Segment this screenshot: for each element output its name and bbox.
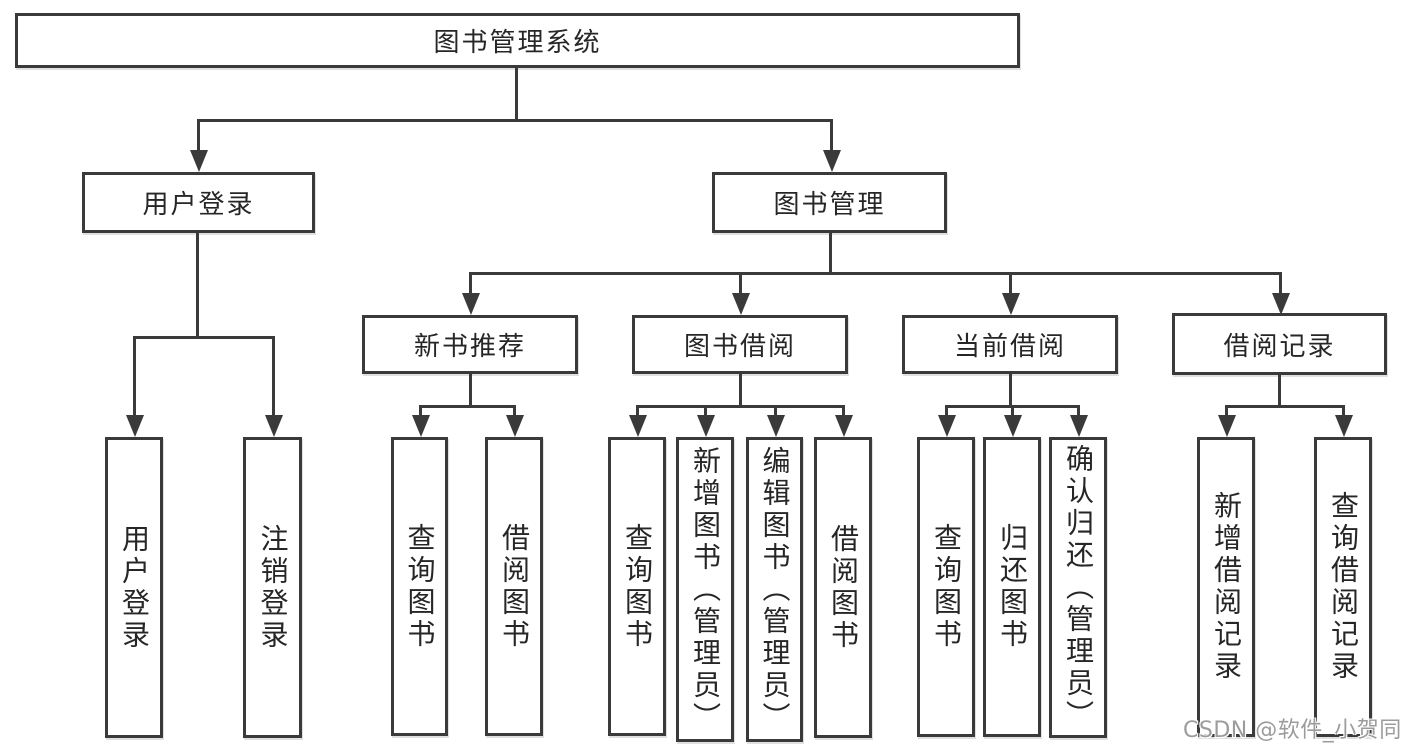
arrow-to-new-book-rec xyxy=(469,272,472,293)
node-borrow-records: 借阅记录 xyxy=(1172,313,1387,375)
node-user-login: 用户登录 xyxy=(82,172,315,233)
connector-root-bar xyxy=(197,119,833,122)
connector-borrow-records-stem xyxy=(1278,375,1281,408)
node-bb-query-books: 查询图书 xyxy=(608,437,666,736)
arrow-to-book-mgmt xyxy=(830,119,833,150)
node-book-borrow: 图书借阅 xyxy=(632,315,848,374)
arrow-to-borrow-records xyxy=(1279,272,1282,293)
node-br-query-record: 查询借阅记录 xyxy=(1314,437,1372,737)
node-cb-query-books: 查询图书 xyxy=(917,437,975,737)
node-bb-borrow-books: 借阅图书 xyxy=(814,437,872,738)
arrow-to-cb-query xyxy=(945,405,948,415)
arrow-to-bb-add xyxy=(704,405,707,415)
connector-user-login-stem xyxy=(196,232,199,339)
connector-book-borrow-stem xyxy=(739,374,742,408)
arrow-to-login xyxy=(133,336,136,415)
node-root-library-system: 图书管理系统 xyxy=(15,13,1020,68)
connector-new-book-rec-bar xyxy=(419,405,516,408)
arrow-to-current-borrow xyxy=(1009,272,1012,293)
node-br-add-record: 新增借阅记录 xyxy=(1197,437,1255,737)
arrow-to-logout xyxy=(272,336,275,415)
node-book-mgmt: 图书管理 xyxy=(712,172,947,233)
node-new-book-rec: 新书推荐 xyxy=(362,315,578,374)
connector-book-mgmt-stem xyxy=(829,232,832,275)
arrow-to-bb-borrow xyxy=(842,405,845,415)
arrow-to-bb-edit xyxy=(774,405,777,415)
node-cb-return-books: 归还图书 xyxy=(983,437,1041,737)
node-bb-edit-books: 编辑图书（管理员） xyxy=(746,437,803,742)
arrow-to-nbr-query xyxy=(419,405,422,415)
node-current-borrow: 当前借阅 xyxy=(902,315,1118,374)
node-login: 用户登录 xyxy=(105,437,163,738)
csdn-watermark: CSDN @软件_小贺同学 xyxy=(1183,718,1402,743)
connector-root-stem xyxy=(515,68,518,121)
connector-book-mgmt-bar xyxy=(469,272,1282,275)
node-nbr-borrow-books: 借阅图书 xyxy=(485,437,543,736)
node-logout: 注销登录 xyxy=(243,437,302,738)
connector-user-login-bar xyxy=(133,336,275,339)
arrow-to-cb-return xyxy=(1011,405,1014,415)
arrow-to-cb-confirm xyxy=(1077,405,1080,415)
node-cb-confirm-return: 确认归还（管理员） xyxy=(1049,437,1107,738)
connector-new-book-rec-stem xyxy=(469,374,472,408)
arrow-to-br-query xyxy=(1342,405,1345,415)
arrow-to-user-login xyxy=(197,119,200,150)
arrow-to-nbr-borrow xyxy=(513,405,516,415)
connector-book-borrow-bar xyxy=(636,405,845,408)
node-bb-add-books: 新增图书（管理员） xyxy=(676,437,734,742)
connector-current-borrow-stem xyxy=(1009,374,1012,408)
node-nbr-query-books: 查询图书 xyxy=(391,437,448,736)
arrow-to-bb-query xyxy=(636,405,639,415)
arrow-to-book-borrow xyxy=(739,272,742,293)
arrow-to-br-add xyxy=(1225,405,1228,415)
connector-borrow-records-bar xyxy=(1225,405,1345,408)
